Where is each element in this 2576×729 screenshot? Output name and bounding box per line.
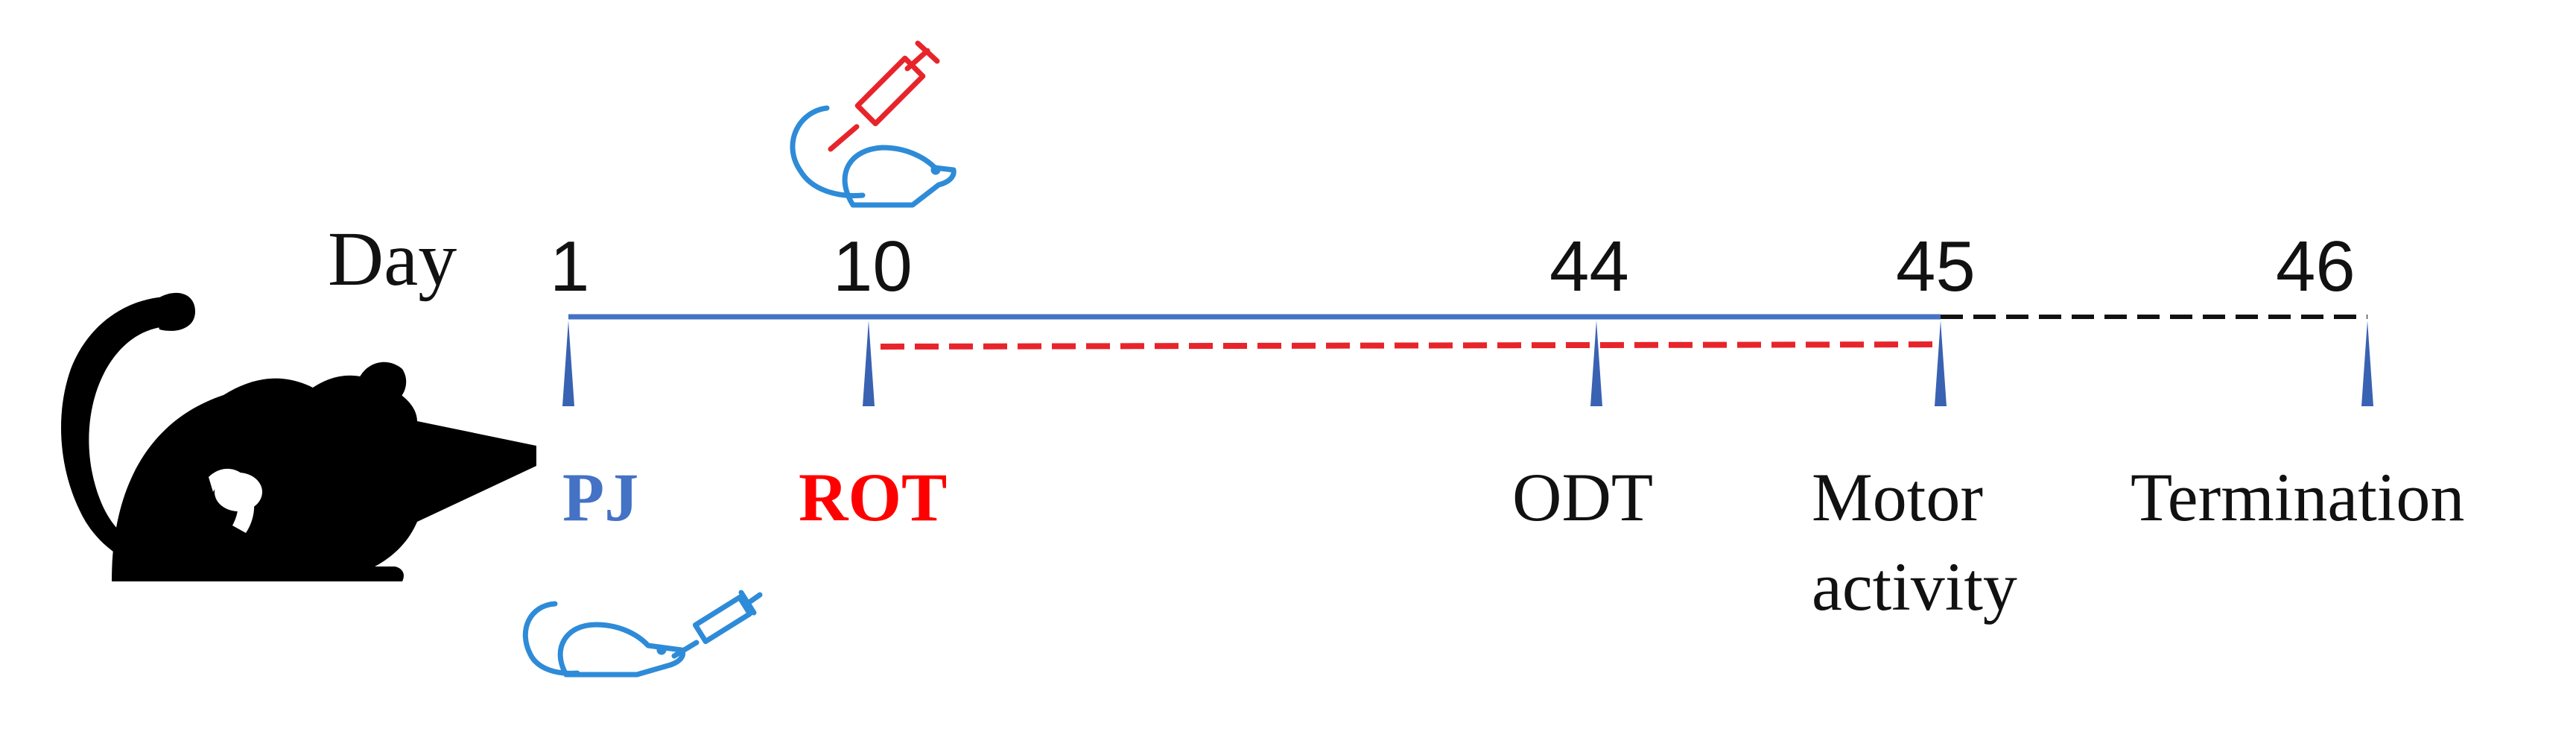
motor-activity-label-line2: activity [1812,549,2017,625]
day-45-number: 45 [1896,227,1976,306]
day-10-number: 10 [833,227,913,306]
termination-label: Termination [2131,459,2464,535]
pj-label: PJ [562,459,638,535]
rot-injection-icon [790,40,957,208]
motor-activity-label-line1: Motor [1812,459,1983,535]
day-46-marker [2361,321,2373,406]
rot-treatment-dashed-line [880,341,1941,350]
day-1-marker [562,321,574,406]
day-44-number: 44 [1549,227,1629,306]
day-45-marker [1935,321,1947,406]
day-1-number: 1 [550,227,589,306]
odt-label: ODT [1512,459,1653,535]
day-label: Day [328,216,457,302]
day-46-number: 46 [2276,227,2355,306]
day-10-marker [863,321,875,406]
mouse-silhouette-icon [60,292,536,581]
pj-injection-icon [522,590,763,678]
day-44-marker [1590,321,1602,406]
rot-label: ROT [799,459,947,535]
